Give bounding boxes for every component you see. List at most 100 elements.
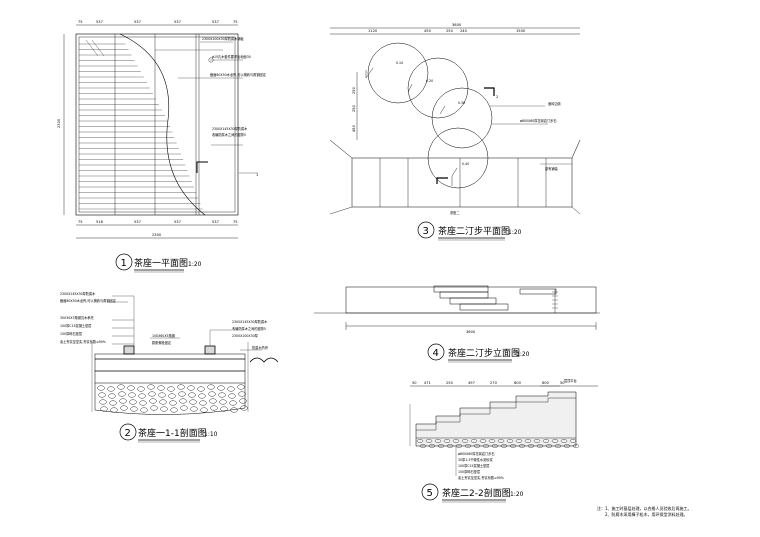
concrete-layer <box>94 358 246 372</box>
gravel-stone <box>140 407 148 413</box>
plan-1-dims: 75 537 537 537 537 75 75 516 537 537 537… <box>57 20 267 237</box>
title-5: 5 茶座二2-2剖面图 1:20 <box>421 483 524 503</box>
gravel-stone <box>159 399 167 405</box>
gravel-stone <box>198 393 206 399</box>
drawing-scale: 1:10 <box>204 431 218 438</box>
dim-text: 471 <box>424 381 431 385</box>
level-mark: 0.20 <box>426 79 433 83</box>
callout: 面砖边线 <box>548 101 562 106</box>
drawing-scale: 1:20 <box>510 491 524 498</box>
dim-text: 497 <box>468 381 475 385</box>
gravel-stone <box>527 444 535 448</box>
gravel-stone <box>509 444 517 448</box>
drawing-title: 茶座二汀步平面图 <box>438 225 510 237</box>
gravel-stone <box>127 385 135 391</box>
gravel-stone <box>169 400 177 406</box>
gravel-stone <box>130 406 138 412</box>
dim-text: 600 <box>514 381 522 385</box>
elevation-4 <box>314 285 600 330</box>
dim-text: 537 <box>212 20 219 24</box>
dim-text: 50 <box>560 381 565 385</box>
gravel-stone <box>189 399 197 405</box>
drawing-number-circle <box>115 253 133 271</box>
gravel-stone <box>461 439 469 443</box>
plan-3 <box>329 27 581 215</box>
gravel-stone <box>209 398 217 404</box>
gravel-stone <box>437 444 445 448</box>
gravel-stone <box>170 407 178 413</box>
gravel-stone <box>128 392 136 398</box>
callout: 2300X100X30厚防腐木铺板 <box>202 36 245 41</box>
gravel-stone <box>572 444 580 448</box>
gravel-stone <box>554 444 562 448</box>
callout: 素土夯实至坚实,夯实系数≥90% <box>60 339 106 344</box>
gravel-stone <box>117 384 125 390</box>
dim-text: 537 <box>174 20 181 24</box>
gravel-stone <box>416 439 424 443</box>
title-3: 3 茶座二汀步平面图 1:20 <box>417 221 522 241</box>
callout: 150厚碎石垫层 <box>60 331 82 336</box>
gravel-stone <box>419 444 427 448</box>
dim-text: 516 <box>96 220 104 224</box>
gravel-stone <box>446 444 454 448</box>
gravel-stone <box>240 405 248 411</box>
dim-text: 75 <box>233 20 238 24</box>
callout: 截面80X50木龙骨,可以横着与角钢固定 <box>210 72 267 77</box>
gravel-stone <box>533 439 541 443</box>
gravel-stone <box>199 400 207 406</box>
dim-text: 270 <box>490 381 498 385</box>
dim-text: 75 <box>78 220 83 224</box>
gravel-stone <box>180 405 188 411</box>
callout: 素土夯实至坚实,夯实系数≥90% <box>458 475 504 480</box>
gravel-stone <box>139 400 147 406</box>
gravel-stone <box>239 398 247 404</box>
title-4: 4 茶座二汀步立面图 1:20 <box>427 343 530 363</box>
drawing-scale: 1:20 <box>516 351 530 358</box>
gravel-stone <box>506 439 514 443</box>
dim-text: 50 <box>412 381 417 385</box>
gravel-stone <box>500 444 508 448</box>
gravel-stone <box>569 439 577 443</box>
gravel-stone <box>168 393 176 399</box>
drawing-title: 茶座二汀步立面图 <box>448 347 520 359</box>
gravel-stone <box>129 399 137 405</box>
gravel-stone <box>187 385 195 391</box>
drawing-number: 1 <box>121 258 127 269</box>
dim-overall: 3600 <box>452 23 462 27</box>
deck-boards <box>79 43 203 210</box>
gravel-stone <box>560 439 568 443</box>
gravel-stone <box>218 392 226 398</box>
gravel-stone <box>230 407 238 413</box>
gravel-stone <box>177 384 185 390</box>
gravel-stone <box>98 392 106 398</box>
gravel-stone <box>197 386 205 392</box>
callout: 2300X100X30厚 <box>232 333 259 338</box>
gravel-stone <box>425 439 433 443</box>
callout: ø800X60厚花岗岩汀步石 <box>520 118 557 123</box>
gravel-stone <box>551 439 559 443</box>
gravel-stone <box>497 439 505 443</box>
gravel-stone <box>158 392 166 398</box>
drawing-scale: 1:20 <box>188 261 202 268</box>
dim-text: 537 <box>134 220 141 224</box>
section-2 <box>91 295 279 415</box>
gravel-stone <box>238 391 246 397</box>
gravel-stone <box>563 444 571 448</box>
gravel-stone <box>108 393 116 399</box>
dim-text: 240 <box>460 29 468 33</box>
gravel-stone <box>100 406 108 412</box>
gravel-stone <box>479 439 487 443</box>
dim-text: 75 <box>78 20 83 24</box>
gravel-stone <box>452 439 460 443</box>
level-mark: 0.10 <box>396 61 403 65</box>
dim-text: 250 <box>352 104 356 112</box>
gravel-stone <box>200 407 208 413</box>
drawing-number: 3 <box>423 226 429 237</box>
gravel-stone <box>488 439 496 443</box>
gravel-stone <box>227 386 235 392</box>
section-5-labels: 50 471 250 497 270 600 600 50 层顶平台 ø800X… <box>412 378 577 480</box>
gravel-stone <box>109 400 117 406</box>
callout: 膨胀螺栓固定 <box>152 340 172 345</box>
gravel-stone <box>228 393 236 399</box>
